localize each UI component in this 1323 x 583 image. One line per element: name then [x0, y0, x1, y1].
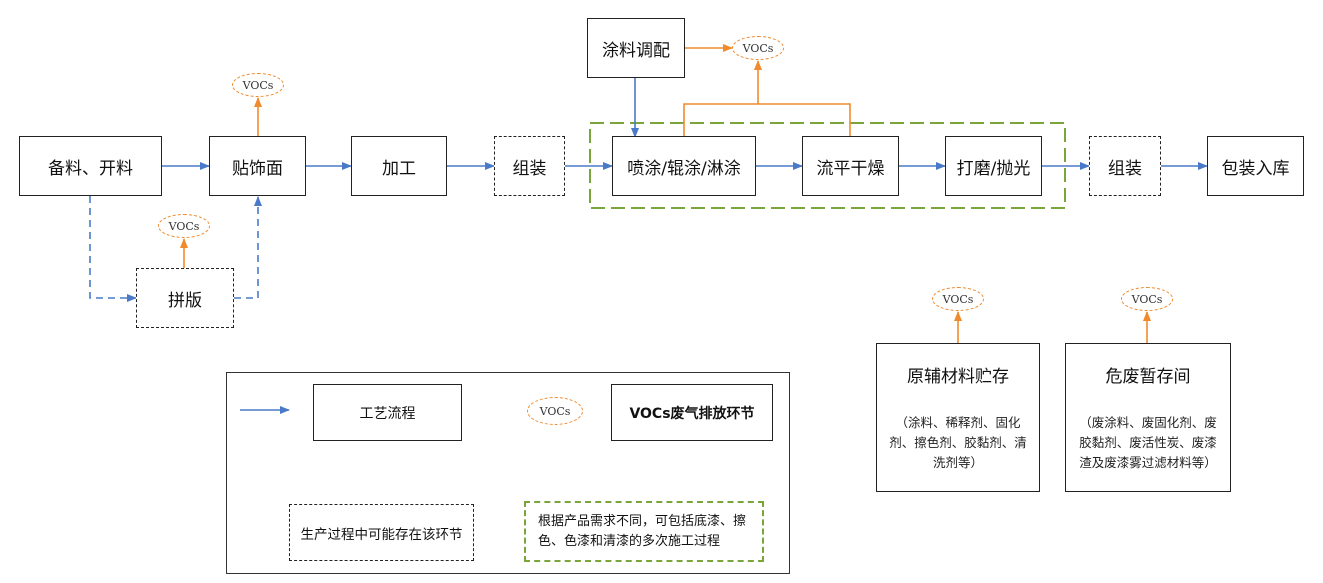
legend-voc-emission-box: VOCs废气排放环节 [611, 384, 773, 441]
legend [226, 372, 790, 574]
voc-emission-raw-storage: VOCs [932, 287, 984, 311]
hazardous-waste-storage: 危废暂存间 （废涂料、废固化剂、废胶黏剂、废活性炭、废漆渣及废漆雾过滤材料等） [1065, 343, 1231, 492]
voc-emission-veneer: VOCs [232, 73, 284, 97]
process-paint-mixing: 涂料调配 [587, 18, 685, 78]
raw-material-storage-desc: （涂料、稀释剂、固化剂、擦色剂、胶黏剂、清洗剂等） [889, 415, 1027, 470]
voc-emission-splicing: VOCs [158, 214, 210, 238]
legend-may-exist-box: 生产过程中可能存在该环节 [289, 504, 474, 561]
process-assembly-optional: 组装 [494, 136, 565, 196]
voc-arrow-leveling [758, 103, 851, 136]
process-spray: 喷涂/辊涂/淋涂 [612, 136, 756, 196]
legend-voc-icon: VOCs [527, 397, 583, 425]
arrow-prepare-to-splicing [89, 196, 137, 302]
process-sanding: 打磨/抛光 [945, 136, 1042, 196]
hazardous-waste-storage-desc: （废涂料、废固化剂、废胶黏剂、废活性炭、废漆渣及废漆雾过滤材料等） [1079, 415, 1217, 470]
hazardous-waste-storage-title: 危废暂存间 [1105, 367, 1191, 387]
legend-process-flow-box: 工艺流程 [313, 384, 462, 441]
process-prepare: 备料、开料 [19, 136, 162, 196]
raw-material-storage-title: 原辅材料贮存 [907, 367, 1009, 387]
process-veneer: 贴饰面 [209, 136, 306, 196]
voc-emission-hazard-storage: VOCs [1121, 287, 1173, 311]
arrow-splicing-to-veneer [234, 196, 262, 299]
process-machining: 加工 [351, 136, 447, 196]
voc-emission-coating: VOCs [732, 36, 784, 60]
process-assembly-final-optional: 组装 [1089, 136, 1161, 196]
process-packaging: 包装入库 [1207, 136, 1304, 196]
raw-material-storage: 原辅材料贮存 （涂料、稀释剂、固化剂、擦色剂、胶黏剂、清洗剂等） [876, 343, 1040, 492]
legend-multi-coat-box: 根据产品需求不同，可包括底漆、擦色、色漆和清漆的多次施工过程 [524, 501, 764, 562]
process-leveling: 流平干燥 [802, 136, 899, 196]
process-splicing-optional: 拼版 [136, 268, 234, 328]
voc-arrow-spray [683, 103, 758, 136]
